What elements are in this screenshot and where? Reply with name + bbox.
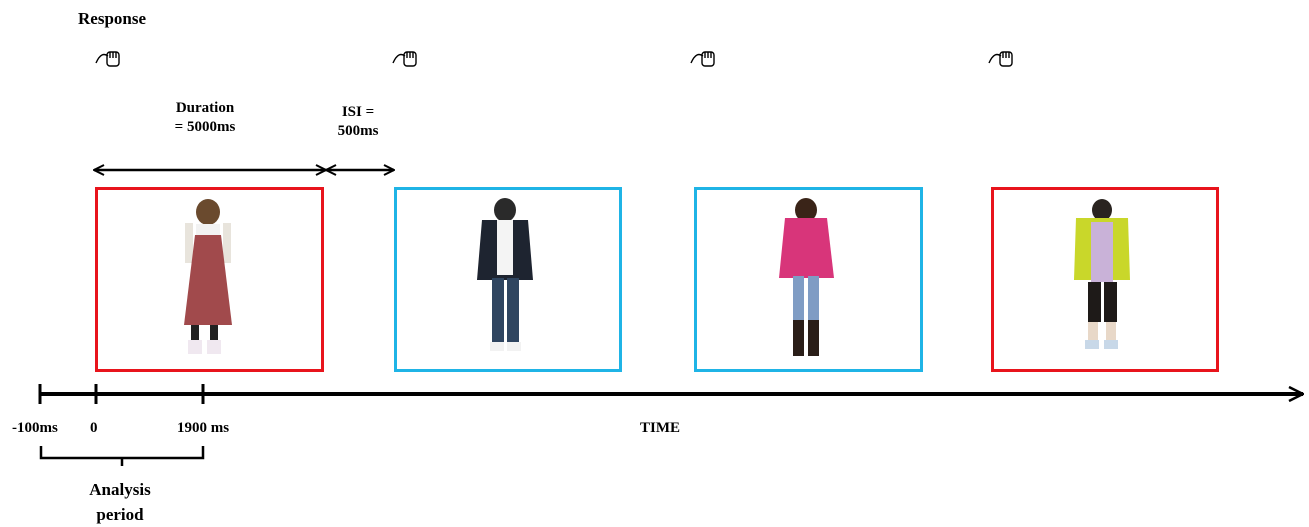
tick-label-minus100: -100ms: [12, 419, 58, 438]
analysis-period-line1: Analysis: [70, 477, 170, 502]
analysis-period-line2: period: [70, 502, 170, 527]
time-axis-label: TIME: [640, 419, 680, 438]
analysis-bracket: [41, 446, 203, 466]
tick-label-1900: 1900 ms: [177, 419, 229, 438]
analysis-period-label: Analysis period: [70, 477, 170, 527]
tick-label-zero: 0: [90, 419, 98, 438]
